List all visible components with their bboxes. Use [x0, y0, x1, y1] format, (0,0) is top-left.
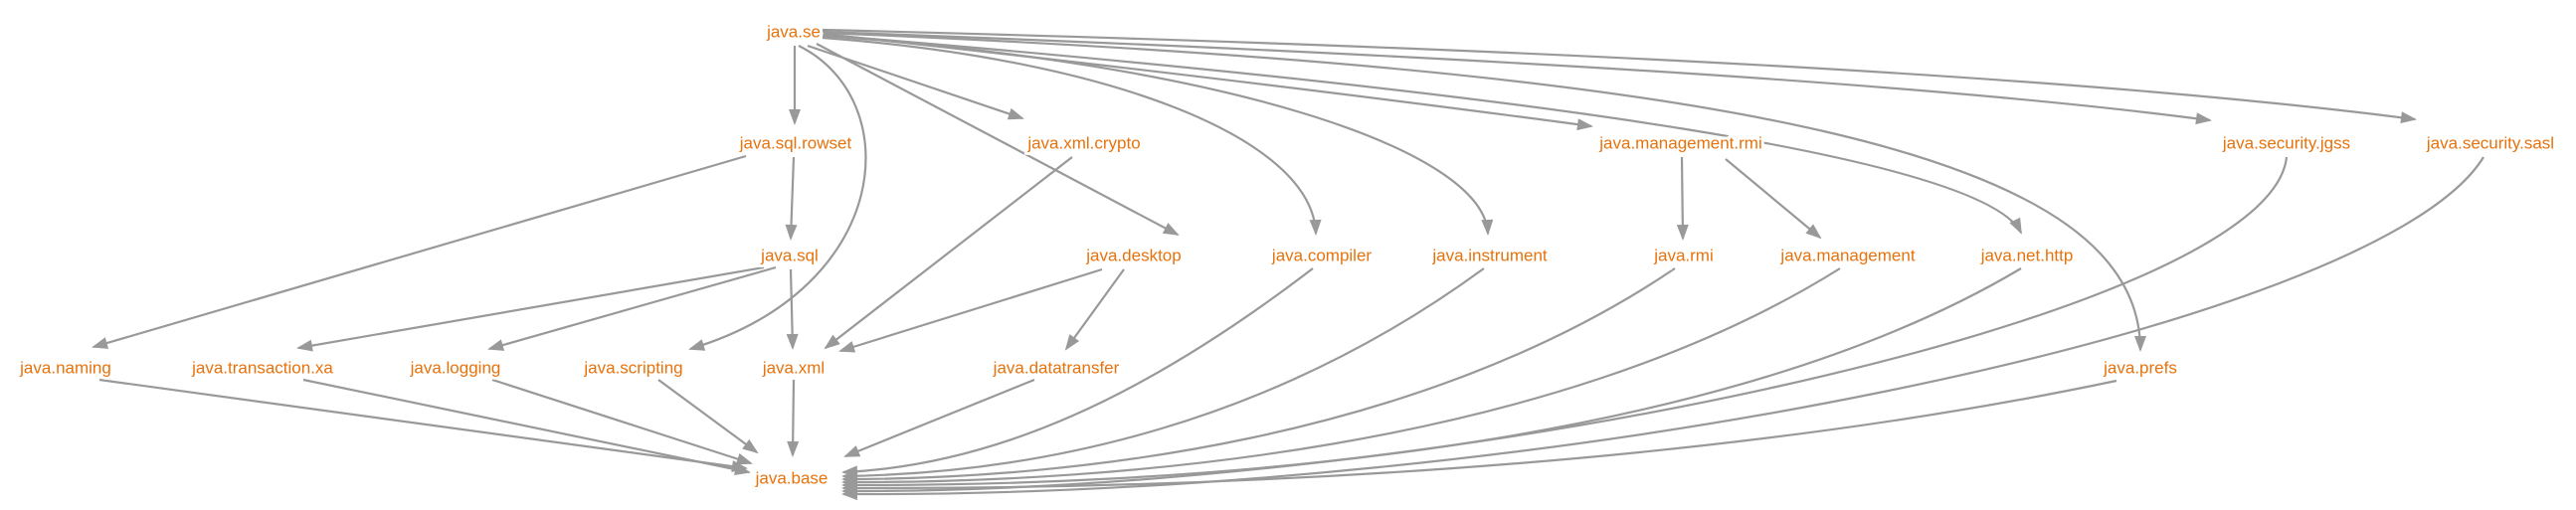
node-halo-java.xml.crypto: java.xml.crypto: [1026, 134, 1140, 153]
edge-java.prefs-to-java.base: [841, 379, 2117, 495]
edge-java.se-to-java.security.sasl: [822, 28, 2417, 124]
node-java.datatransfer: java.datatransfer: [993, 359, 1120, 378]
edge-java.xml-to-java.base: [787, 379, 800, 457]
edge-java.desktop-to-java.datatransfer: [1064, 268, 1125, 351]
edge-java.rmi-to-java.base: [841, 267, 1676, 485]
edge-java.desktop-to-java.xml: [838, 267, 1103, 353]
edge-java.instrument-to-java.base: [841, 267, 1485, 482]
edge-java.xml.crypto-to-java.xml: [824, 156, 1073, 350]
node-halo-java.instrument: java.instrument: [1431, 247, 1548, 265]
node-java.base: java.base: [755, 469, 828, 488]
node-java.xml: java.xml: [762, 359, 825, 378]
node-halo-java.security.jgss: java.security.jgss: [2222, 134, 2350, 153]
edge-java.naming-to-java.base: [98, 378, 748, 473]
node-halo-java.compiler: java.compiler: [1271, 247, 1372, 265]
node-java.naming: java.naming: [19, 359, 111, 378]
node-halo-java.transaction.xa: java.transaction.xa: [191, 359, 333, 378]
node-java.prefs: java.prefs: [2103, 359, 2177, 378]
edge-java.se-to-java.desktop: [816, 43, 1180, 236]
node-java.instrument: java.instrument: [1431, 247, 1548, 265]
edge-java.scripting-to-java.base: [657, 379, 759, 454]
node-halo-java.datatransfer: java.datatransfer: [993, 359, 1120, 378]
edge-java.compiler-to-java.base: [841, 267, 1314, 478]
edge-java.se-to-java.net.http: [822, 33, 2022, 235]
node-halo-java.rmi: java.rmi: [1653, 247, 1714, 265]
edge-java.sql-to-java.xml: [786, 268, 799, 350]
edge-java.sql.rowset-to-java.sql: [785, 156, 798, 241]
node-java.xml.crypto: java.xml.crypto: [1026, 134, 1140, 153]
edge-java.security.jgss-to-java.base: [841, 156, 2289, 498]
edge-java.management.rmi-to-java.management: [1725, 158, 1822, 240]
node-java.management: java.management: [1779, 247, 1915, 265]
node-java.compiler: java.compiler: [1271, 247, 1372, 265]
edge-layer: [92, 28, 2484, 501]
node-halo-java.logging: java.logging: [410, 359, 501, 378]
node-halo-java.desktop: java.desktop: [1085, 247, 1181, 265]
node-halo-java.scripting: java.scripting: [583, 359, 682, 378]
edge-java.sql-to-java.logging: [487, 265, 777, 351]
node-halo-java.base: java.base: [755, 469, 828, 488]
node-halo-java.security.sasl: java.security.sasl: [2426, 134, 2554, 153]
edge-java.management.rmi-to-java.rmi: [1676, 156, 1689, 241]
edge-java.logging-to-java.base: [491, 378, 753, 465]
edge-java.se-to-java.prefs: [822, 31, 2146, 352]
edge-java.sql.rowset-to-java.naming: [92, 154, 747, 349]
edge-java.sql-to-java.transaction.xa: [296, 265, 765, 352]
node-halo-java.xml: java.xml: [762, 359, 825, 378]
node-halo-java.management: java.management: [1779, 247, 1915, 265]
edge-java.se-to-java.compiler: [822, 36, 1322, 236]
node-halo-java.se: java.se: [766, 23, 821, 42]
node-halo-java.management.rmi: java.management.rmi: [1598, 134, 1761, 153]
edge-java.se-to-java.security.jgss: [822, 30, 2212, 125]
node-java.rmi: java.rmi: [1653, 247, 1714, 265]
node-halo-java.sql.rowset: java.sql.rowset: [739, 134, 852, 153]
node-java.net.http: java.net.http: [1980, 247, 2074, 265]
node-java.security.jgss: java.security.jgss: [2222, 134, 2350, 153]
edge-java.transaction.xa-to-java.base: [302, 378, 751, 476]
edge-java.security.sasl-to-java.base: [841, 156, 2484, 501]
node-halo-java.net.http: java.net.http: [1980, 247, 2074, 265]
edge-java.se-to-java.scripting: [688, 45, 867, 351]
node-java.security.sasl: java.security.sasl: [2426, 134, 2554, 153]
node-java.scripting: java.scripting: [583, 359, 682, 378]
node-halo-java.naming: java.naming: [19, 359, 111, 378]
node-java.desktop: java.desktop: [1085, 247, 1181, 265]
node-java.logging: java.logging: [410, 359, 501, 378]
node-java.sql: java.sql: [760, 247, 819, 265]
edge-java.se-to-java.management.rmi: [822, 32, 1593, 131]
node-java.se: java.se: [766, 23, 821, 42]
node-java.management.rmi: java.management.rmi: [1598, 134, 1761, 153]
node-halo-java.sql: java.sql: [760, 247, 819, 265]
node-halo-java.prefs: java.prefs: [2103, 359, 2177, 378]
edge-java.management-to-java.base: [841, 267, 1841, 489]
node-layer: java.sejava.sejava.sql.rowsetjava.sql.ro…: [16, 20, 2557, 491]
node-java.transaction.xa: java.transaction.xa: [191, 359, 333, 378]
edge-java.datatransfer-to-java.base: [843, 378, 1035, 458]
node-java.sql.rowset: java.sql.rowset: [739, 134, 852, 153]
